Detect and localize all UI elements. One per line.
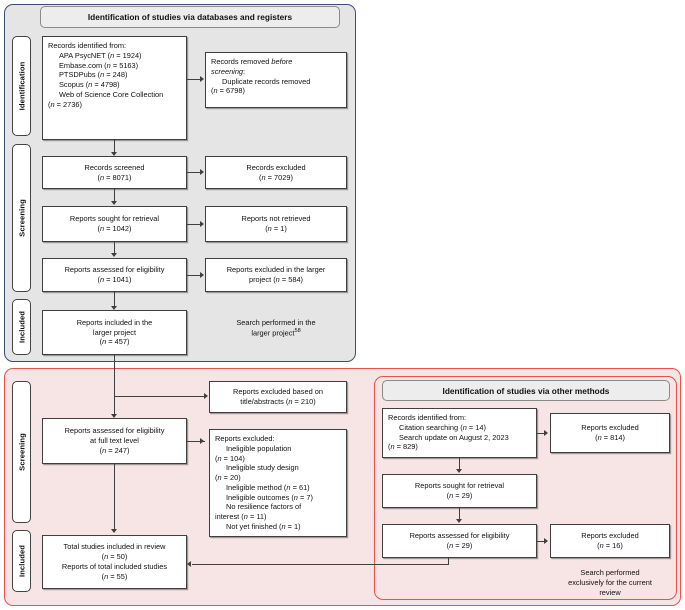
connector bbox=[187, 441, 205, 442]
connector bbox=[114, 242, 115, 256]
arrow-head bbox=[111, 152, 117, 156]
note-larger-project: Search performed in the larger project58 bbox=[236, 318, 316, 338]
connector bbox=[537, 433, 546, 434]
stage-screening-db: Screening bbox=[12, 144, 31, 292]
connector bbox=[459, 458, 460, 472]
box-reports-not-retrieved: Reports not retrieved (n = 1) bbox=[205, 206, 347, 242]
box-reports-included-larger: Reports included in the larger project (… bbox=[42, 310, 187, 355]
arrow-head bbox=[544, 430, 548, 436]
arrow-head bbox=[456, 469, 462, 473]
box-other-excluded-814: Reports excluded (n = 814) bbox=[550, 413, 670, 453]
box-other-excluded-16: Reports excluded (n = 16) bbox=[550, 524, 670, 558]
header-other-methods: Identification of studies via other meth… bbox=[382, 380, 670, 401]
connector bbox=[114, 355, 115, 417]
arrow-head bbox=[200, 76, 204, 82]
connector bbox=[537, 541, 546, 542]
connector bbox=[459, 508, 460, 522]
arrow-head bbox=[111, 306, 117, 310]
stage-identification: Identification bbox=[12, 36, 31, 136]
box-other-reports-assessed: Reports assessed for eligibility (n = 29… bbox=[382, 524, 537, 558]
arrow-head bbox=[456, 519, 462, 523]
connector bbox=[114, 189, 115, 204]
box-reports-sought: Reports sought for retrieval (n = 1042) bbox=[42, 206, 187, 242]
connector bbox=[192, 564, 449, 565]
box-excluded-title-abstracts: Reports excluded based on title/abstract… bbox=[209, 381, 347, 413]
box-records-excluded: Records excluded (n = 7029) bbox=[205, 156, 347, 189]
box-assessed-full-text: Reports assessed for eligibility at full… bbox=[42, 418, 187, 464]
box-records-screened: Records screened (n = 8071) bbox=[42, 156, 187, 189]
arrow-head bbox=[200, 438, 204, 444]
connector bbox=[114, 140, 115, 155]
arrow-head bbox=[187, 561, 191, 567]
box-total-studies-included: Total studies included in review (n = 50… bbox=[42, 535, 187, 589]
stage-included-db: Included bbox=[12, 299, 31, 355]
connector bbox=[448, 558, 449, 565]
box-other-reports-sought: Reports sought for retrieval (n = 29) bbox=[382, 474, 537, 508]
stage-screening-review: Screening bbox=[12, 381, 31, 523]
arrow-head bbox=[200, 221, 204, 227]
connector bbox=[187, 275, 201, 276]
arrow-head bbox=[200, 272, 204, 278]
arrow-head bbox=[111, 253, 117, 257]
box-records-identified: Records identified from: APA PsycNET (n … bbox=[42, 36, 187, 140]
arrow-head bbox=[111, 529, 117, 533]
connector bbox=[114, 396, 206, 397]
header-databases-registers: Identification of studies via databases … bbox=[40, 6, 340, 28]
box-records-removed: Records removed before screening: Duplic… bbox=[205, 52, 347, 108]
connector bbox=[114, 464, 115, 532]
stage-included-review: Included bbox=[12, 530, 31, 592]
arrow-head bbox=[111, 414, 117, 418]
box-reports-assessed-larger: Reports assessed for eligibility (n = 10… bbox=[42, 258, 187, 292]
box-reports-excluded-larger: Reports excluded in the larger project (… bbox=[205, 258, 347, 292]
arrow-head bbox=[111, 201, 117, 205]
arrow-head bbox=[544, 538, 548, 544]
arrow-head bbox=[200, 169, 204, 175]
box-other-records-identified: Records identified from: Citation search… bbox=[382, 408, 537, 458]
connector bbox=[187, 224, 201, 225]
note-current-review: Search performed exclusively for the cur… bbox=[568, 568, 652, 597]
box-reports-excluded-list: Reports excluded: Ineligible population … bbox=[209, 429, 347, 537]
connector bbox=[187, 79, 201, 80]
connector bbox=[187, 172, 201, 173]
panel-other-methods bbox=[374, 376, 677, 600]
arrow-head bbox=[204, 393, 208, 399]
connector bbox=[114, 292, 115, 309]
